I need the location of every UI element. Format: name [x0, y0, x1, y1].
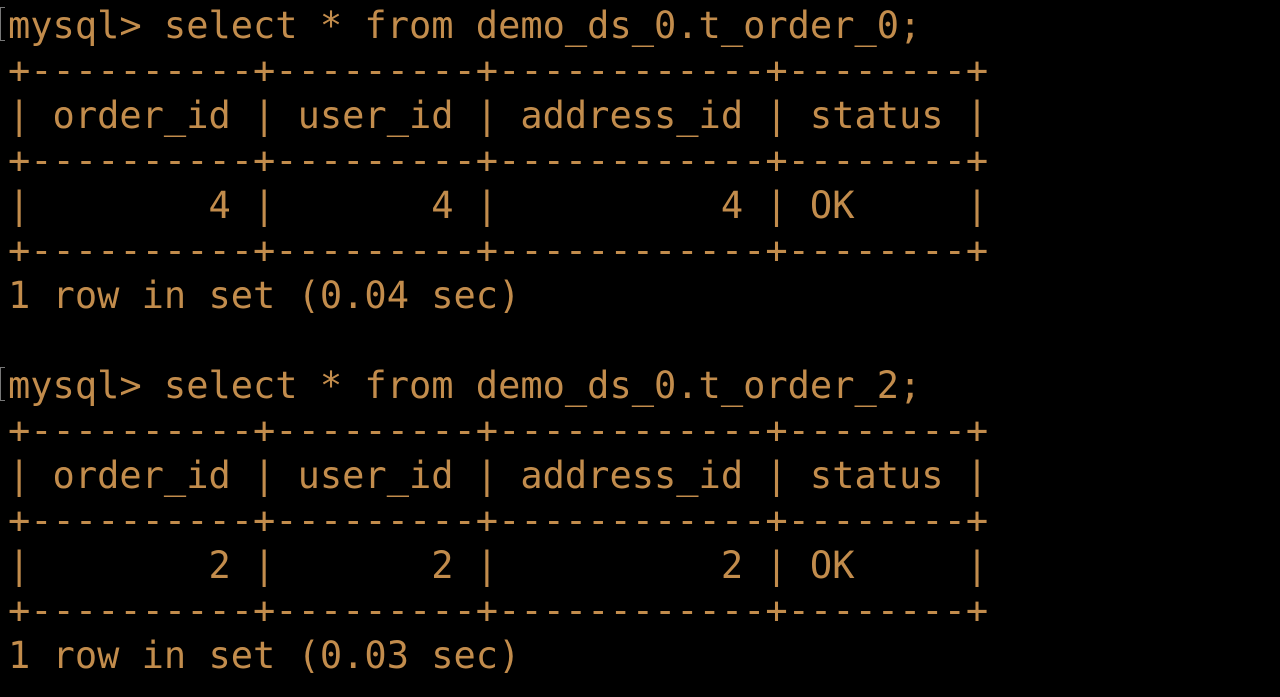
table-border: +----------+---------+------------+-----… [8, 498, 988, 543]
table-border: +----------+---------+------------+-----… [8, 588, 988, 633]
command-line-text: mysql> select * from demo_ds_0.t_order_2… [8, 364, 922, 407]
table-border-text: +----------+---------+------------+-----… [8, 499, 989, 542]
table-border-text: +----------+---------+------------+-----… [8, 589, 989, 632]
table-row: | 4 | 4 | 4 | OK | [8, 183, 988, 228]
prompt-marker-icon [0, 7, 5, 41]
table-header-text: | order_id | user_id | address_id | stat… [8, 454, 989, 497]
table-header-text: | order_id | user_id | address_id | stat… [8, 94, 989, 137]
table-border: +----------+---------+------------+-----… [8, 138, 988, 183]
table-row-text: | 2 | 2 | 2 | OK | [8, 544, 989, 587]
command-line: mysql> select * from demo_ds_0.t_order_2… [0, 363, 988, 408]
table-row: | 2 | 2 | 2 | OK | [8, 543, 988, 588]
table-border-text: +----------+---------+------------+-----… [8, 409, 989, 452]
table-border-text: +----------+---------+------------+-----… [8, 139, 989, 182]
table-border: +----------+---------+------------+-----… [8, 228, 988, 273]
command-line-text: mysql> select * from demo_ds_0.t_order_0… [8, 4, 922, 47]
result-summary-text: 1 row in set (0.04 sec) [8, 274, 521, 317]
blank-line-text [8, 319, 30, 362]
table-border-text: +----------+---------+------------+-----… [8, 49, 989, 92]
result-summary: 1 row in set (0.03 sec) [8, 633, 988, 678]
table-header: | order_id | user_id | address_id | stat… [8, 453, 988, 498]
table-border: +----------+---------+------------+-----… [8, 408, 988, 453]
terminal-output[interactable]: mysql> select * from demo_ds_0.t_order_0… [0, 3, 988, 678]
blank-line [8, 318, 988, 363]
command-line: mysql> select * from demo_ds_0.t_order_0… [0, 3, 988, 48]
result-summary: 1 row in set (0.04 sec) [8, 273, 988, 318]
table-header: | order_id | user_id | address_id | stat… [8, 93, 988, 138]
table-border-text: +----------+---------+------------+-----… [8, 229, 989, 272]
result-summary-text: 1 row in set (0.03 sec) [8, 634, 521, 677]
table-row-text: | 4 | 4 | 4 | OK | [8, 184, 989, 227]
prompt-marker-icon [0, 367, 5, 401]
table-border: +----------+---------+------------+-----… [8, 48, 988, 93]
